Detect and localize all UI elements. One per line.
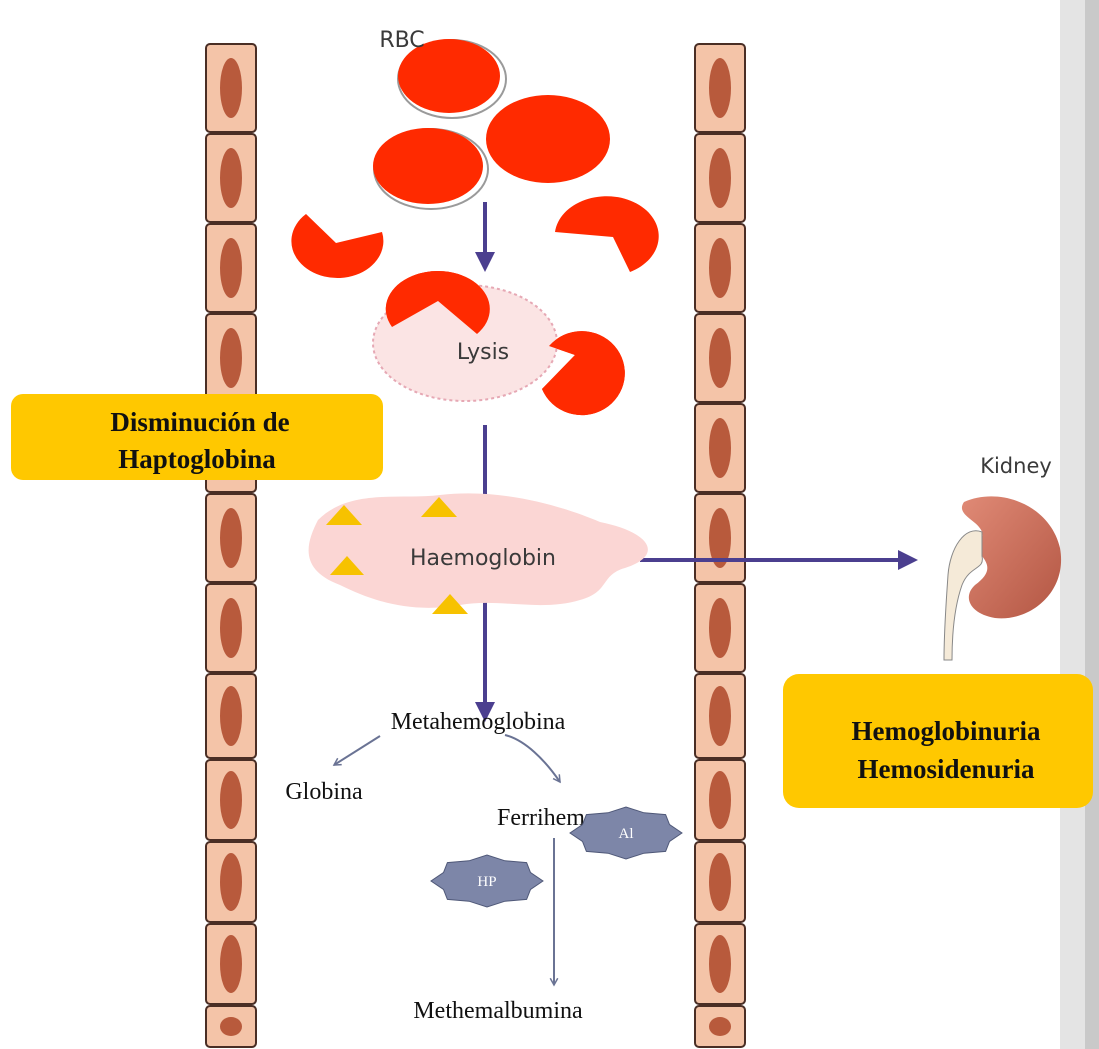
kidney-label: Kidney — [980, 454, 1052, 478]
cell-nucleus — [220, 328, 242, 388]
cell-nucleus — [220, 58, 242, 118]
cell-nucleus — [220, 598, 242, 658]
cell-nucleus — [709, 598, 731, 658]
methemalbumina-label: Methemalbumina — [413, 998, 583, 1024]
cell-nucleus — [709, 58, 731, 118]
hp-badge: HP — [431, 855, 543, 907]
rbc-fragment — [555, 196, 659, 272]
cell-nucleus — [220, 508, 242, 568]
cell-nucleus — [709, 328, 731, 388]
metahemoglobina-label: Metahemoglobina — [391, 709, 566, 735]
lysis-label: Lysis — [457, 340, 509, 365]
cell-nucleus — [220, 148, 242, 208]
callout-line: Hemosidenuria — [857, 754, 1035, 784]
callout-line: Disminución de — [110, 407, 289, 437]
cell-nucleus — [220, 1017, 242, 1036]
cell-nucleus — [709, 771, 731, 829]
cell-nucleus — [709, 853, 731, 911]
cell-nucleus — [709, 935, 731, 993]
left-vessel-wall — [206, 44, 256, 1047]
rbc-cell — [486, 95, 610, 183]
hp-label: HP — [477, 874, 496, 890]
arrow-to-globina — [334, 736, 380, 765]
cell-nucleus — [709, 1017, 731, 1036]
cell-nucleus — [220, 771, 242, 829]
cell-nucleus — [709, 238, 731, 298]
ferrihem-label: Ferrihem — [497, 805, 585, 831]
cell-nucleus — [220, 935, 242, 993]
cell-nucleus — [709, 418, 731, 478]
red-blood-cells — [373, 39, 610, 209]
callout-line: Hemoglobinuria — [851, 716, 1041, 746]
cell-nucleus — [709, 686, 731, 746]
kidney-icon — [944, 496, 1061, 660]
arrow-to-ferrihem — [505, 735, 560, 782]
rbc-cell — [373, 128, 483, 204]
haemoglobin-label: Haemoglobin — [410, 546, 556, 571]
cell-nucleus — [220, 686, 242, 746]
rbc-fragment — [291, 214, 383, 278]
urine-callout: Hemoglobinuria Hemosidenuria — [783, 674, 1093, 808]
page-edge-dark — [1085, 0, 1099, 1049]
rbc-label: RBC — [379, 28, 424, 53]
haptoglobina-callout: Disminución de Haptoglobina — [11, 394, 383, 480]
rbc-fragment — [542, 331, 625, 415]
cell-nucleus — [220, 853, 242, 911]
globina-label: Globina — [285, 779, 363, 805]
al-badge: Al — [570, 807, 682, 859]
cell-nucleus — [709, 148, 731, 208]
al-label: Al — [619, 826, 634, 842]
cell-nucleus — [220, 238, 242, 298]
right-vessel-wall — [695, 44, 745, 1047]
callout-line: Haptoglobina — [118, 444, 276, 474]
